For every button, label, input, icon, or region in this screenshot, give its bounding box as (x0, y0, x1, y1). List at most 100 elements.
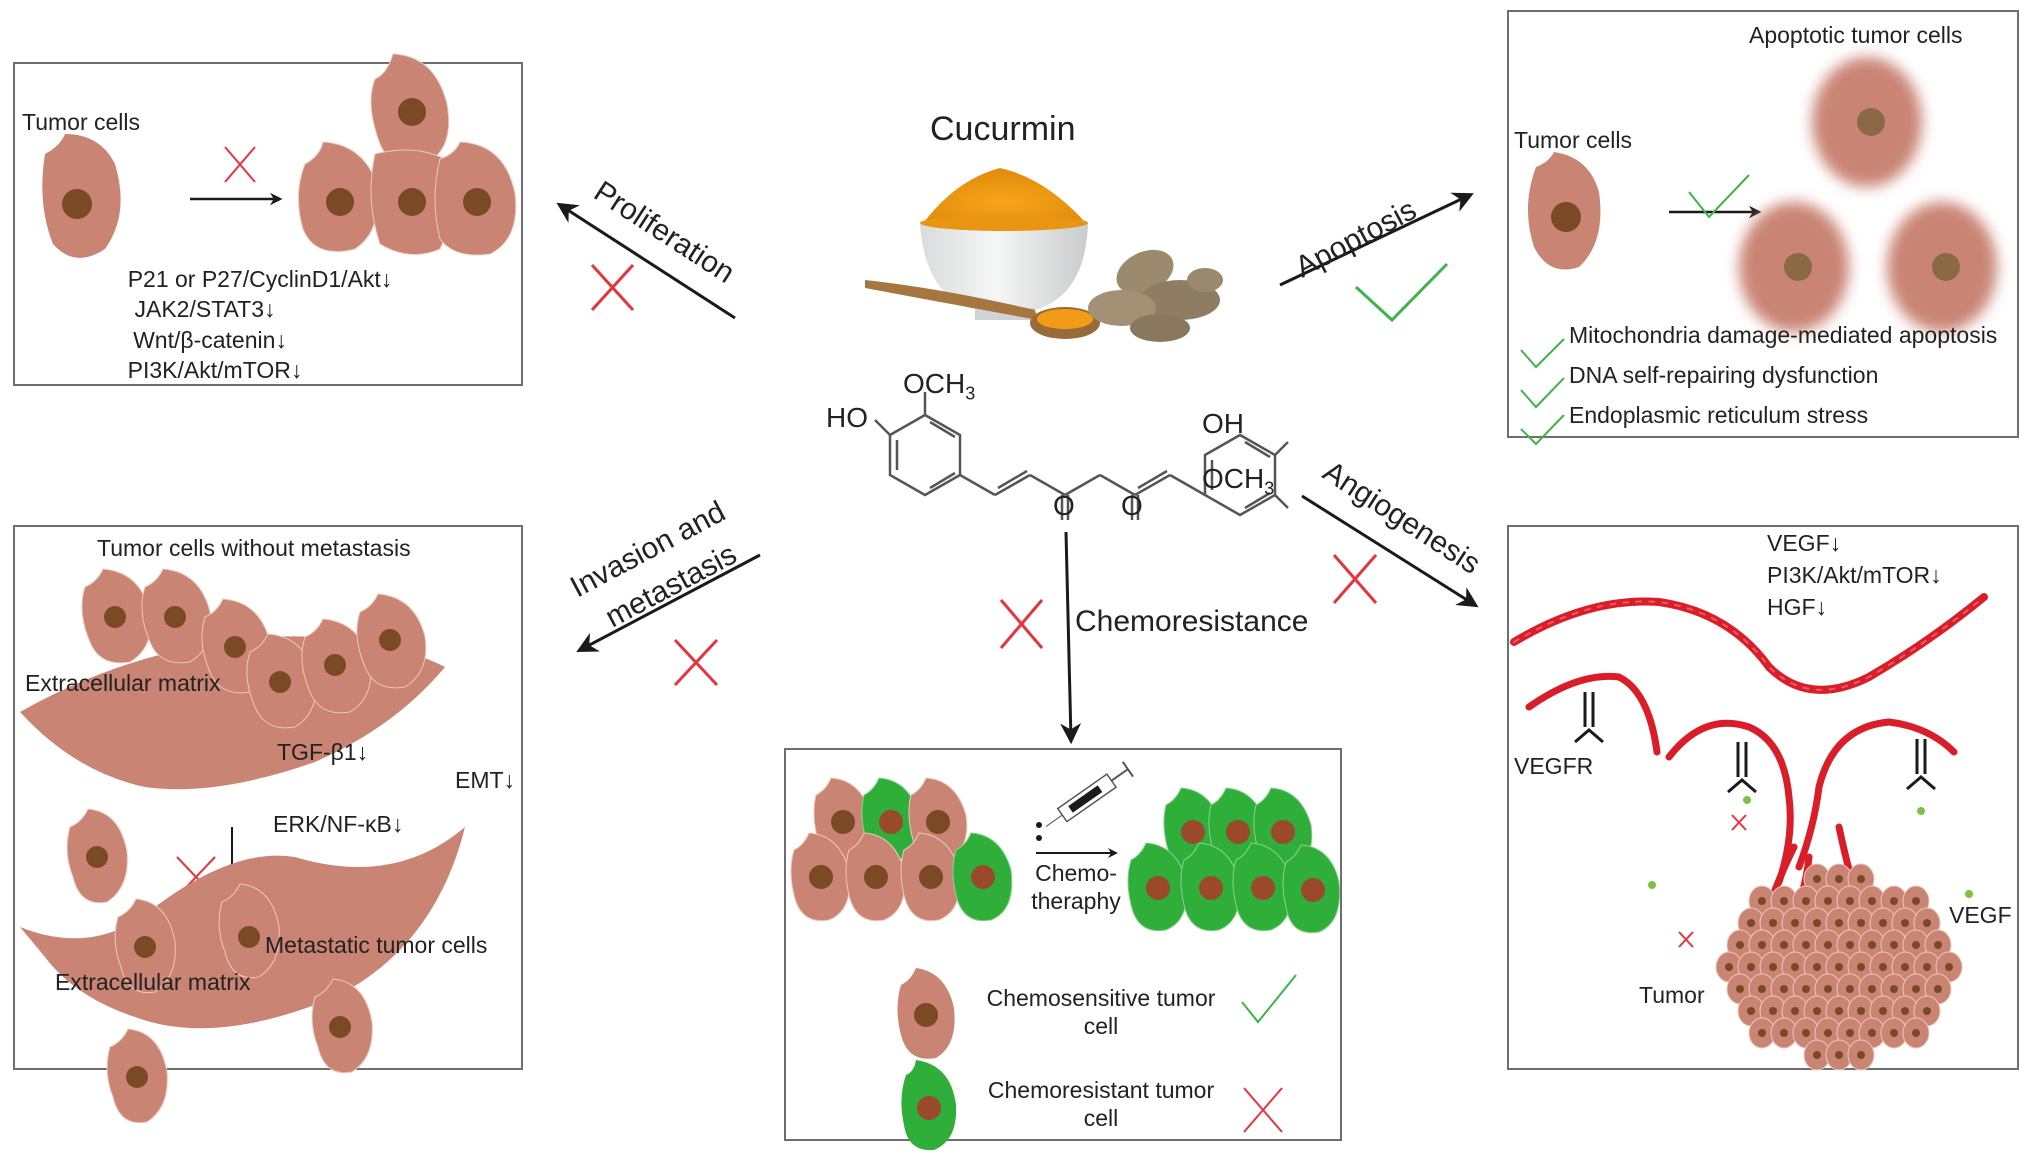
tumor-cell-nucleus (1846, 941, 1854, 949)
turmeric-powder (922, 168, 1085, 225)
tumor-cell-nucleus (1813, 1007, 1821, 1015)
tumor-cell-nucleus (1747, 963, 1755, 971)
tumor-cell-nucleus (1758, 897, 1766, 905)
angiogenesis-marker-1: VEGF↓ (1767, 530, 1842, 556)
proliferation-inner-cross-icon (224, 146, 256, 183)
tumor-cell-nucleus (1758, 1029, 1766, 1037)
tumor-cell-nucleus (1879, 919, 1887, 927)
structure-label-och3-left: OCH3 (903, 368, 975, 405)
proliferation-illustration (42, 53, 517, 258)
tumor-cell-nucleus (1868, 941, 1876, 949)
angiogenesis-cross-icon (1332, 554, 1378, 604)
tumor-cell-nucleus (1934, 985, 1942, 993)
proliferation-marker-3: Wnt/β-catenin↓ (133, 327, 287, 353)
vegf-label: VEGF (1949, 902, 2012, 928)
tumor-cell-nucleus (1824, 1029, 1832, 1037)
tumor-cell-nucleus (1901, 919, 1909, 927)
vegfr-receptor-icon (1574, 692, 1604, 744)
turmeric-bowl-illustration (865, 168, 1223, 342)
angiogenesis-illustration (1510, 593, 1988, 1071)
mixed-cell-cluster (790, 777, 1013, 922)
chemosensitive-legend-line1: Chemosensitive tumor (986, 985, 1216, 1011)
diagram-title: Cucurmin (930, 110, 1076, 148)
metastatic-cells-label: Metastatic tumor cells (265, 932, 488, 958)
tumor-cell-nucleus (1934, 941, 1942, 949)
structure-label-oh-right: OH (1202, 408, 1244, 439)
tumor-cell-nucleus (1945, 963, 1953, 971)
angiogenesis-panel: VEGF↓ PI3K/Akt/mTOR↓ HGF↓ (1507, 525, 2019, 1071)
resistant-cell-cluster (1127, 787, 1341, 934)
vegf-molecule-icon (1965, 890, 1973, 898)
tumor-cell-nucleus (1923, 1007, 1931, 1015)
tumor-cell-nucleus (1835, 1051, 1843, 1059)
tumor-cell-nucleus (1846, 897, 1854, 905)
apoptosis-illustration (1520, 57, 1997, 446)
tumor-cell-nucleus (1758, 941, 1766, 949)
tumor-cell-nucleus (1791, 963, 1799, 971)
tumor-label: Tumor (1639, 982, 1705, 1008)
chemoresistance-illustration (790, 761, 1341, 1151)
tumor-cell-nucleus (1736, 941, 1744, 949)
proliferation-panel: Tumor cells P21 or P27/CyclinD1/Akt↓ JAK… (13, 53, 523, 386)
apoptotic-nucleus (1784, 253, 1812, 281)
tumor-cells-label: Tumor cells (1514, 127, 1632, 153)
tumor-cell-nucleus (1791, 1007, 1799, 1015)
proliferation-marker-4: PI3K/Akt/mTOR↓ (127, 357, 303, 383)
tumor-cell-nucleus (1890, 1029, 1898, 1037)
tumor-cell-nucleus (1758, 985, 1766, 993)
invasion-arrow (576, 553, 761, 652)
proliferation-cross-icon (590, 263, 635, 312)
chemoresistance-panel: Chemo- theraphy Chemosensitive tumor cel… (784, 748, 1342, 1151)
apoptotic-nucleus (1857, 108, 1885, 136)
tumor-cell-nucleus (1868, 985, 1876, 993)
tumor-cell-nucleus (1890, 985, 1898, 993)
emt-marker: EMT↓ (455, 767, 516, 793)
check-icon (1520, 338, 1565, 369)
chemosensitive-legend-line2: cell (1083, 1013, 1119, 1039)
structure-label-och3-right: OCH3 (1202, 463, 1274, 500)
erk-marker: ERK/NF-κB↓ (273, 811, 404, 837)
vegf-molecule-icon (1648, 881, 1656, 889)
single-tumor-cell (1527, 152, 1601, 270)
tumor-cell-nucleus (1802, 897, 1810, 905)
och3-text: OCH (1202, 463, 1265, 494)
single-tumor-cell (42, 134, 121, 258)
tumor-cell-nucleus (1835, 875, 1843, 883)
och3-text: OCH (903, 368, 966, 399)
tumor-cell-nucleus (1780, 897, 1788, 905)
och3-subscript: 3 (1264, 478, 1275, 499)
blocked-cross-icon (1678, 931, 1694, 948)
chemoresistant-legend-line1: Chemoresistant tumor (987, 1077, 1215, 1103)
proliferation-arrow (556, 202, 736, 320)
wooden-spoon (865, 280, 1100, 339)
chemotherapy-label-line2: theraphy (1031, 888, 1121, 914)
invasion-cross-icon (673, 638, 719, 687)
apoptotic-cells-title: Apoptotic tumor cells (1749, 22, 1963, 48)
tumor-cell-nucleus (1824, 985, 1832, 993)
tumor-cell-nucleus (1747, 1007, 1755, 1015)
tumor-cell-nucleus (1912, 985, 1920, 993)
vegfr-label: VEGFR (1514, 753, 1594, 779)
bowl (920, 215, 1088, 320)
ecm-label-top: Extracellular matrix (25, 670, 221, 696)
chemosensitive-legend-cell (897, 968, 955, 1059)
tumor-cell-nucleus (1912, 941, 1920, 949)
drug-droplet (1036, 835, 1042, 841)
tumor-cell-nucleus (1824, 941, 1832, 949)
proliferation-marker-2: JAK2/STAT3↓ (134, 296, 276, 322)
apoptosis-mechanism-2: DNA self-repairing dysfunction (1569, 362, 1879, 388)
apoptosis-mechanism-1: Mitochondria damage-mediated apoptosis (1569, 322, 1998, 348)
tumor-cell-nucleus (1813, 963, 1821, 971)
tumor-cell-nucleus (1802, 941, 1810, 949)
turmeric-root (1088, 249, 1223, 342)
chemosensitive-check-icon (1241, 974, 1297, 1024)
tumor-cell-nucleus (1769, 1007, 1777, 1015)
ecm-label-bottom: Extracellular matrix (55, 969, 251, 995)
non-metastatic-cell-row (81, 568, 427, 729)
tumor-cell-nucleus (1868, 897, 1876, 905)
drug-droplet (1036, 822, 1042, 828)
chemoresistant-cross-icon (1243, 1087, 1283, 1133)
tumor-cell-nucleus (1780, 941, 1788, 949)
tumor-cell-nucleus (1912, 897, 1920, 905)
curcumin-structure (874, 392, 1289, 520)
